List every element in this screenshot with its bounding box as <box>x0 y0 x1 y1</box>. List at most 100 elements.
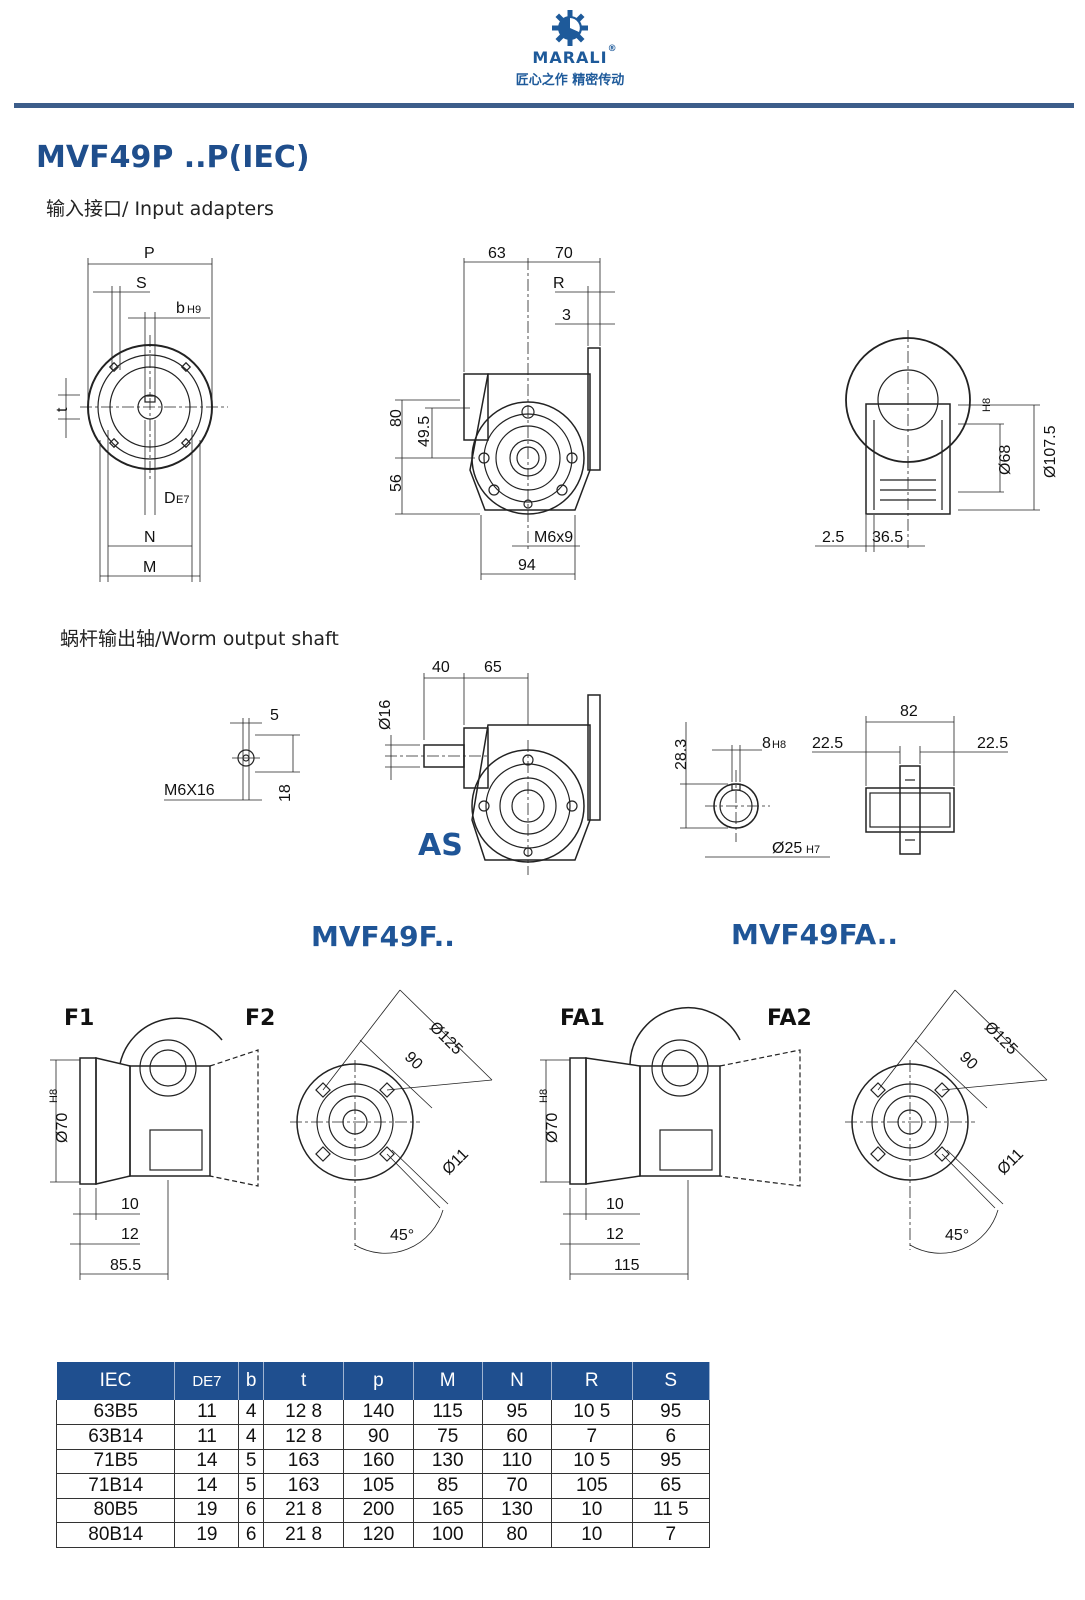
dim-p: P <box>144 245 155 262</box>
table-cell: 165 <box>413 1498 483 1523</box>
dim-d25: Ø25 <box>772 840 802 857</box>
dim-40: 40 <box>432 659 450 676</box>
dim-f-d70: Ø70 <box>54 1113 71 1143</box>
brand-slogan: 匠心之作 精密传动 <box>515 73 625 88</box>
dim-82: 82 <box>900 703 918 720</box>
dim-36-5: 36.5 <box>872 529 903 546</box>
table-cell: 7 <box>551 1424 633 1450</box>
hollow-shaft-section <box>680 722 830 858</box>
table-cell: 5 <box>238 1473 264 1499</box>
label-fa1: FA1 <box>560 1006 605 1031</box>
gearbox-side-view <box>395 258 615 580</box>
table-cell: 6 <box>632 1424 710 1450</box>
brand-name: MARALI <box>532 48 608 67</box>
dim-d-tolerance: E7 <box>176 494 189 506</box>
gear-logo-icon <box>552 10 588 46</box>
page-title: MVF49P ..P(IEC) <box>36 140 310 175</box>
dim-m6x16: M6X16 <box>164 782 215 799</box>
dim-t: t <box>54 407 71 412</box>
dim-2-5: 2.5 <box>822 529 844 546</box>
table-cell: 6 <box>238 1498 264 1523</box>
dim-f-d70-tolerance: H8 <box>48 1089 60 1103</box>
dim-f-85-5: 85.5 <box>110 1257 141 1274</box>
dim-18: 18 <box>277 784 294 802</box>
dim-d25-tolerance: H7 <box>806 844 820 856</box>
worm-output-side-view <box>385 673 601 875</box>
table-cell: 100 <box>413 1522 483 1548</box>
dim-f-45: 45° <box>390 1227 414 1244</box>
dim-56: 56 <box>388 474 405 492</box>
table-cell: 4 <box>238 1400 264 1425</box>
table-cell: 11 <box>174 1424 240 1450</box>
table-cell: 90 <box>343 1424 414 1450</box>
dim-d: D <box>164 490 176 507</box>
dim-70: 70 <box>555 245 573 262</box>
technical-drawings: P S b H9 t D E7 N M 63 70 R 3 80 49.5 56… <box>48 245 1059 1280</box>
table-cell: 80B14 <box>55 1522 176 1548</box>
hollow-shaft-side <box>812 716 1008 855</box>
table-cell: 19 <box>174 1498 240 1523</box>
dimension-labels: P S b H9 t D E7 N M 63 70 R 3 80 49.5 56… <box>48 245 1059 1274</box>
dim-b-tolerance: H9 <box>187 304 201 316</box>
brand-logo: MARALI® 匠心之作 精密传动 <box>490 8 650 100</box>
table-cell: 60 <box>482 1424 553 1450</box>
label-f1: F1 <box>64 1006 95 1031</box>
table-cell: 63B5 <box>55 1400 176 1425</box>
section-title-input-adapters: 输入接口/ Input adapters <box>46 198 274 220</box>
table-cell: 12 8 <box>263 1424 345 1450</box>
table-cell: 7 <box>632 1522 710 1548</box>
dim-fa-12: 12 <box>606 1226 624 1243</box>
dim-49-5: 49.5 <box>416 416 433 447</box>
fa-flange-front-view <box>845 989 1048 1254</box>
table-cell: 115 <box>413 1400 483 1425</box>
table-cell: 70 <box>482 1473 553 1499</box>
dim-fa-d70-tolerance: H8 <box>538 1089 550 1103</box>
table-header-cell: R <box>551 1362 633 1400</box>
dim-8-tolerance: H8 <box>772 739 786 751</box>
table-cell: 11 5 <box>632 1498 710 1523</box>
model-title-f: MVF49F.. <box>311 920 455 953</box>
f-flange-front-view <box>290 989 493 1254</box>
dim-28-3: 28.3 <box>673 739 690 770</box>
label-f2: F2 <box>245 1006 276 1031</box>
dim-f-90: 90 <box>401 1049 426 1074</box>
dim-8: 8 <box>762 735 771 752</box>
table-cell: 21 8 <box>263 1498 345 1523</box>
table-header-cell: DE7 <box>174 1362 240 1400</box>
table-cell: 10 <box>551 1498 633 1523</box>
table-cell: 10 <box>551 1522 633 1548</box>
table-cell: 140 <box>343 1400 414 1425</box>
table-header-cell: p <box>343 1362 414 1400</box>
dim-fa-d11: Ø11 <box>994 1146 1027 1179</box>
worm-shaft-key-detail <box>164 718 300 801</box>
f-flange-side-view <box>50 1017 259 1280</box>
table-cell: 71B14 <box>55 1473 176 1499</box>
table-cell: 10 5 <box>551 1400 633 1425</box>
dim-fa-45: 45° <box>945 1227 969 1244</box>
table-cell: 4 <box>238 1424 264 1450</box>
dim-fa-d70: Ø70 <box>544 1113 561 1143</box>
header-rule <box>14 103 1074 108</box>
table-cell: 12 8 <box>263 1400 345 1425</box>
table-cell: 14 <box>174 1473 240 1499</box>
table-cell: 6 <box>238 1522 264 1548</box>
dim-80: 80 <box>388 409 405 427</box>
table-cell: 200 <box>343 1498 414 1523</box>
table-cell: 130 <box>413 1449 483 1474</box>
table-header-row: IEC DE7 b t p M N R S <box>56 1362 710 1400</box>
table-cell: 95 <box>482 1400 553 1425</box>
table-cell: 11 <box>174 1400 240 1425</box>
table-header-cell: b <box>238 1362 264 1400</box>
table-cell: 80 <box>482 1522 553 1548</box>
table-cell: 160 <box>343 1449 414 1474</box>
dim-d107-5: Ø107.5 <box>1042 425 1059 478</box>
label-fa2: FA2 <box>767 1006 812 1031</box>
dim-f-d11: Ø11 <box>439 1146 472 1179</box>
registered-mark: ® <box>607 44 618 54</box>
dim-r: R <box>553 275 565 292</box>
dim-n: N <box>144 529 156 546</box>
dim-22-5-right: 22.5 <box>977 735 1008 752</box>
